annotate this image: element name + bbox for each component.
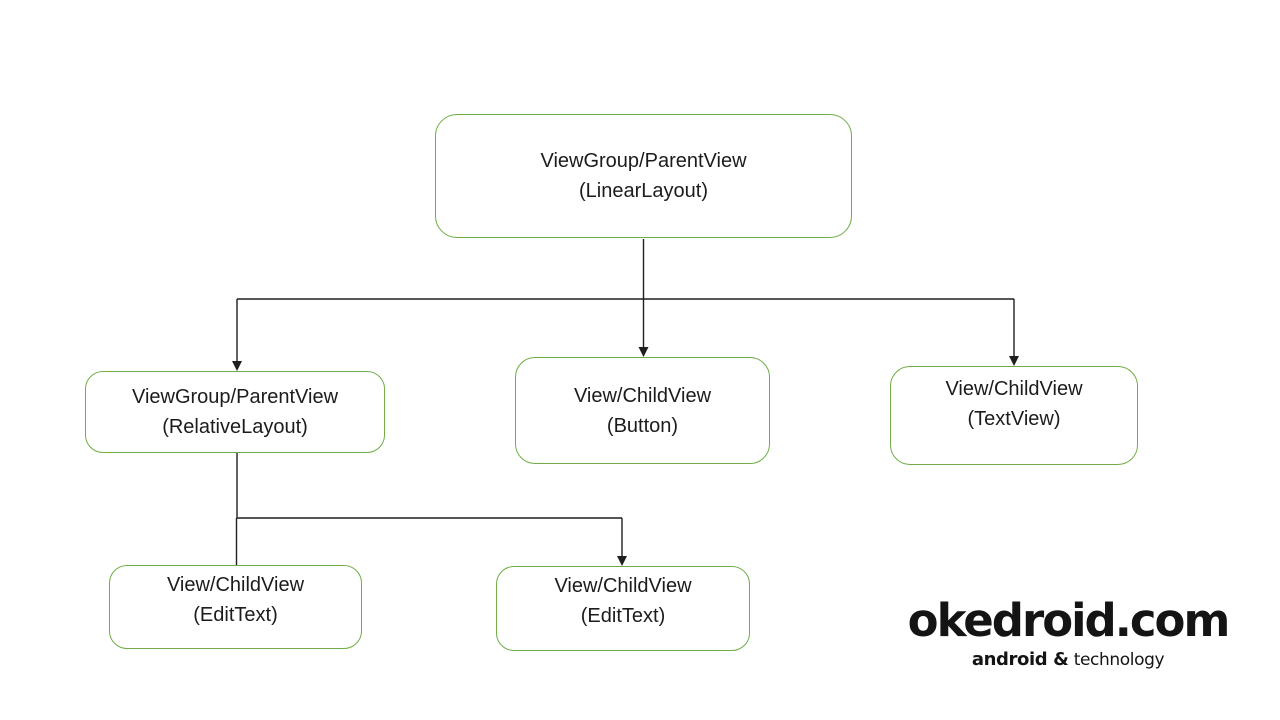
node-label-line2: (Button) [606,414,679,437]
node-label-line2: (TextView) [967,408,1061,430]
watermark-tagline-bold: android & [971,649,1069,670]
watermark-brand-text: okedroid.com [907,594,1231,647]
arrowhead-relativelayout [232,361,242,371]
node-label-line1: ViewGroup/ParentView [131,386,339,408]
watermark-logo: okedroid.com android & technology [903,596,1233,671]
node-viewgroup-relativelayout: ViewGroup/ParentView (RelativeLayout) [85,371,385,453]
node-label-line1: View/ChildView [166,574,305,596]
arrowhead-button [638,347,649,357]
node-label-line1: View/ChildView [554,575,692,597]
watermark-tagline: android & technology [903,649,1233,671]
node-view-edittext-1: View/ChildView (EditText) [109,565,362,649]
arrowhead-textview [1009,356,1019,366]
node-view-textview: View/ChildView (TextView) [890,366,1138,465]
node-label-line2: (LinearLayout) [579,180,708,202]
node-view-button: View/ChildView (Button) [515,357,770,464]
arrowhead-edittext2 [617,556,627,566]
node-viewgroup-linearlayout: ViewGroup/ParentView (LinearLayout) [435,114,852,238]
node-label-line2: (RelativeLayout) [162,416,308,438]
node-label-line2: (EditText) [580,605,666,627]
node-label-line1: View/ChildView [573,384,712,407]
node-label-line1: ViewGroup/ParentView [540,150,747,172]
node-label-line1: View/ChildView [945,378,1083,400]
watermark-tagline-light: technology [1073,650,1165,670]
node-label-line2: (EditText) [193,604,278,626]
node-view-edittext-2: View/ChildView (EditText) [496,566,750,651]
